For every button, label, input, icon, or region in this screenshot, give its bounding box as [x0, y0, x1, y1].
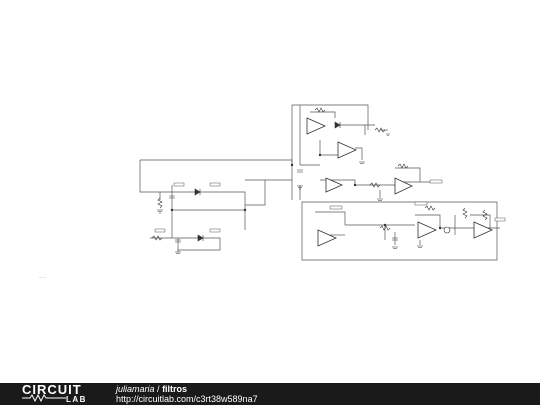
probe-tag	[329, 205, 343, 210]
wire	[185, 191, 246, 210]
diode	[197, 234, 204, 242]
junction	[383, 223, 387, 227]
probe-tag	[209, 182, 221, 187]
resistor	[374, 127, 386, 133]
ground	[297, 185, 303, 190]
wire	[315, 211, 346, 225]
opamp-4	[394, 177, 413, 195]
diode	[334, 121, 341, 129]
resistor	[424, 205, 436, 211]
junction	[170, 208, 174, 212]
wire	[139, 160, 185, 193]
probe-tag	[209, 228, 221, 233]
capacitor	[297, 169, 303, 173]
lamp	[443, 226, 451, 234]
resistor	[314, 107, 326, 113]
resistor	[482, 209, 488, 221]
wire	[245, 179, 266, 206]
wire	[470, 214, 491, 230]
wire	[177, 237, 221, 251]
wire	[355, 147, 363, 160]
opamp-3	[325, 177, 343, 193]
path-separator: /	[157, 384, 160, 394]
junction	[438, 226, 442, 230]
author-link[interactable]: juliamaria	[116, 384, 155, 394]
project-name[interactable]: filtros	[162, 384, 188, 394]
ground	[386, 133, 390, 136]
wire	[345, 224, 386, 240]
opamp-1	[306, 117, 326, 135]
junction	[318, 153, 322, 157]
capacitor	[169, 195, 175, 199]
capacitor	[392, 237, 398, 241]
probe-tag	[173, 182, 185, 187]
junction	[353, 183, 357, 187]
circuit-schematic-canvas[interactable]	[0, 0, 540, 383]
ground	[392, 246, 398, 249]
wire	[310, 111, 336, 118]
junction	[290, 163, 294, 167]
resistor-logo-icon	[22, 394, 66, 402]
diode	[194, 188, 201, 196]
probe-tag	[494, 217, 506, 222]
probe-tag	[414, 201, 428, 206]
opamp-7	[473, 221, 493, 239]
wire	[320, 179, 356, 185]
resistor	[157, 197, 163, 209]
ground	[417, 245, 423, 248]
resistor	[462, 207, 468, 219]
opamp-2	[337, 141, 357, 159]
opamp-5	[317, 229, 337, 247]
ground	[157, 209, 163, 214]
footer-bar: CIRCUIT LAB juliamaria / filtros http://…	[0, 383, 540, 405]
resistor	[151, 235, 163, 241]
ground	[377, 198, 383, 201]
canvas-scale-marker: — —	[39, 275, 46, 279]
capacitor	[175, 239, 181, 243]
project-url[interactable]: http://circuitlab.com/c3rt38w589na7	[116, 394, 258, 404]
wire	[292, 104, 369, 130]
opamp-6	[417, 221, 437, 239]
resistor	[369, 182, 381, 188]
wire	[301, 201, 498, 261]
resistor	[379, 225, 391, 231]
ground	[359, 161, 365, 164]
wire	[415, 214, 441, 228]
circuitlab-logo[interactable]: CIRCUIT LAB	[22, 382, 102, 404]
ground	[175, 251, 181, 254]
project-meta: juliamaria / filtros http://circuitlab.c…	[116, 384, 258, 404]
probe-tag	[429, 179, 443, 184]
wire	[395, 167, 421, 182]
probe-tag	[154, 228, 166, 233]
logo-word-lab: LAB	[66, 395, 87, 404]
wire	[140, 159, 293, 165]
junction	[243, 208, 247, 212]
resistor	[397, 163, 409, 169]
logo-word-circuit: CIRCUIT	[22, 382, 82, 397]
